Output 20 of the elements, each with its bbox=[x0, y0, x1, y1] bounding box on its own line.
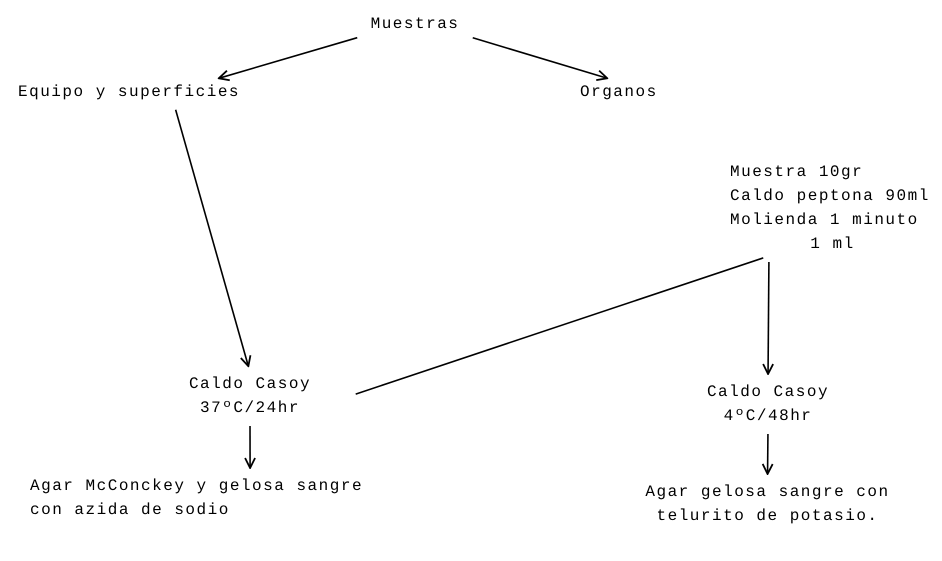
node-text: 4ºC/48hr bbox=[722, 406, 814, 427]
node-text: Agar McConckey y gelosa sangre con azida de sodio bbox=[30, 476, 364, 521]
node-text: 1 ml bbox=[810, 234, 855, 255]
node-text: Agar gelosa sangre con telurito de potasio. bbox=[644, 482, 891, 527]
connector-line bbox=[355, 257, 764, 395]
node-text: 37ºC/24hr bbox=[199, 398, 301, 419]
node-text: Caldo peptona 90ml bbox=[730, 186, 931, 207]
node-text: Equipo y superficies bbox=[18, 82, 242, 103]
node-text: Muestras bbox=[370, 14, 460, 35]
node-text: Molienda 1 minuto bbox=[730, 210, 920, 231]
arrow bbox=[472, 36, 608, 82]
node-text: Muestra 10gr bbox=[730, 162, 864, 183]
arrow bbox=[218, 36, 358, 82]
node-text: Caldo Casoy bbox=[706, 382, 830, 403]
arrow bbox=[762, 262, 774, 375]
arrow bbox=[762, 434, 774, 475]
node-text: Organos bbox=[580, 82, 659, 103]
arrow bbox=[244, 426, 256, 469]
arrow bbox=[174, 110, 252, 368]
node-text: Caldo Casoy bbox=[188, 374, 312, 395]
